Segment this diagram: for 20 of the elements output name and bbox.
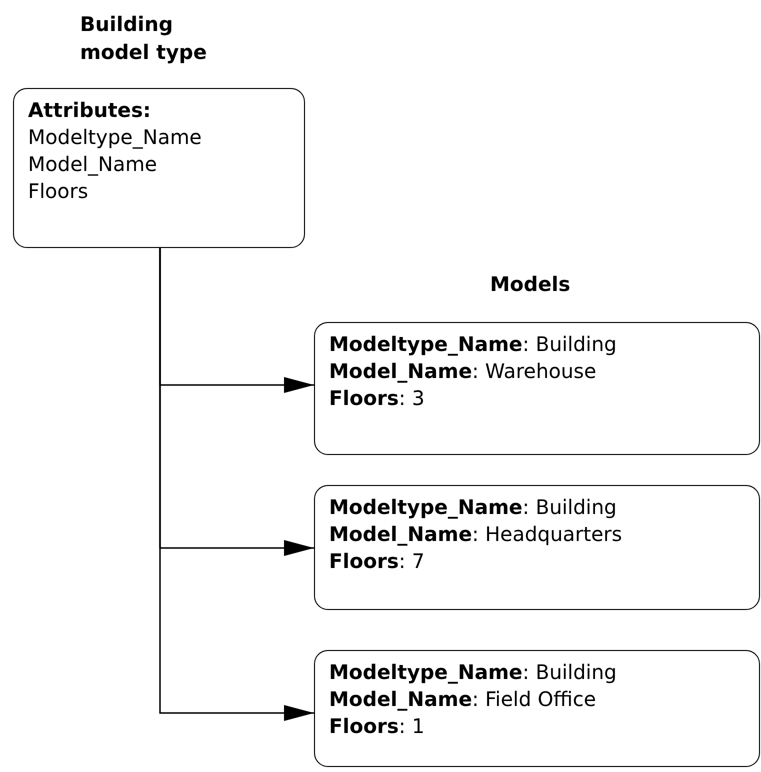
model-box xyxy=(314,322,760,455)
attribute-line: Floors: 7 xyxy=(329,548,426,575)
attribute-line: Modeltype_Name xyxy=(28,124,203,151)
box-heading: Building model type xyxy=(80,11,208,66)
attribute-line: Model_Name xyxy=(28,151,158,178)
attribute-line: Floors: 3 xyxy=(329,385,426,412)
attributes-heading: Attributes: xyxy=(28,97,152,124)
attribute-line: Floors xyxy=(28,178,90,205)
attribute-line: Model_Name: Warehouse xyxy=(329,358,598,385)
attribute-line: Model_Name: Headquarters xyxy=(329,521,624,548)
model-box xyxy=(314,650,760,767)
attribute-box xyxy=(13,88,305,248)
attribute-line: Modeltype_Name: Building xyxy=(329,494,618,521)
attribute-line: Floors: 1 xyxy=(329,713,426,740)
attribute-line: Modeltype_Name: Building xyxy=(329,331,618,358)
arrow xyxy=(159,248,314,721)
attribute-line: Model_Name: Field Office xyxy=(329,686,598,713)
model-box xyxy=(314,485,760,610)
attribute-line: Modeltype_Name: Building xyxy=(329,659,618,686)
group-heading: Models xyxy=(490,271,570,298)
